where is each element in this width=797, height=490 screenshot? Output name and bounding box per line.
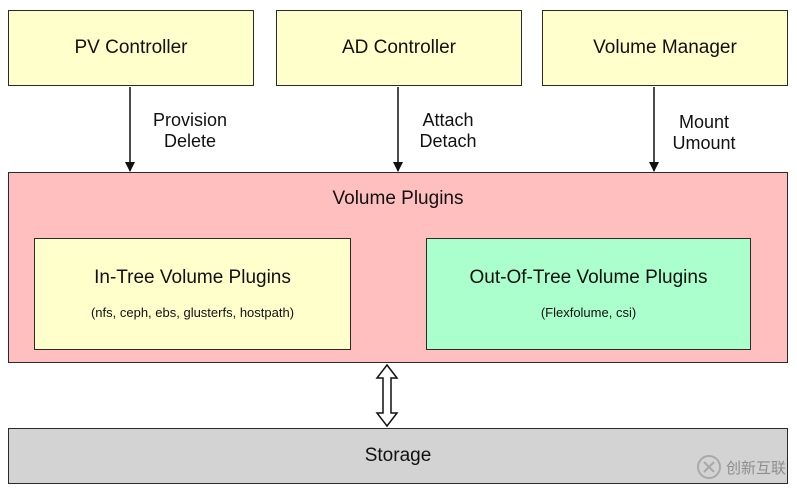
pv-controller-label: PV Controller <box>74 37 188 58</box>
pv-action-labels: Provision Delete <box>141 110 239 152</box>
ad-controller-box: AD Controller <box>276 10 522 86</box>
mount-label: Mount <box>678 112 730 132</box>
storage-box: Storage <box>8 428 788 484</box>
watermark: 创新互联 <box>696 448 796 486</box>
volume-manager-label: Volume Manager <box>593 37 737 58</box>
out-of-tree-plugins-box: Out-Of-Tree Volume Plugins (Flexfolume, … <box>426 238 751 350</box>
umount-label: Umount <box>672 133 736 153</box>
in-tree-examples: (nfs, ceph, ebs, glusterfs, hostpath) <box>90 305 295 320</box>
vm-action-labels: Mount Umount <box>660 112 748 154</box>
storage-label: Storage <box>364 445 432 466</box>
bidirectional-arrow <box>375 363 399 428</box>
pv-controller-box: PV Controller <box>8 10 254 86</box>
out-of-tree-title: Out-Of-Tree Volume Plugins <box>469 267 708 288</box>
volume-plugins-box: Volume Plugins In-Tree Volume Plugins (n… <box>8 172 788 363</box>
in-tree-plugins-box: In-Tree Volume Plugins (nfs, ceph, ebs, … <box>34 238 351 350</box>
volume-manager-box: Volume Manager <box>542 10 788 86</box>
ad-action-labels: Attach Detach <box>408 110 488 152</box>
provision-label: Provision <box>152 110 228 130</box>
watermark-text: 创新互联 <box>726 459 787 477</box>
out-of-tree-examples: (Flexfolume, csi) <box>540 305 637 320</box>
chuangxin-logo-icon <box>697 455 721 479</box>
detach-label: Detach <box>419 131 477 151</box>
ad-controller-label: AD Controller <box>341 37 457 58</box>
volume-plugins-title: Volume Plugins <box>332 188 464 209</box>
attach-label: Attach <box>422 110 474 130</box>
in-tree-title: In-Tree Volume Plugins <box>94 267 291 288</box>
delete-label: Delete <box>163 131 217 151</box>
